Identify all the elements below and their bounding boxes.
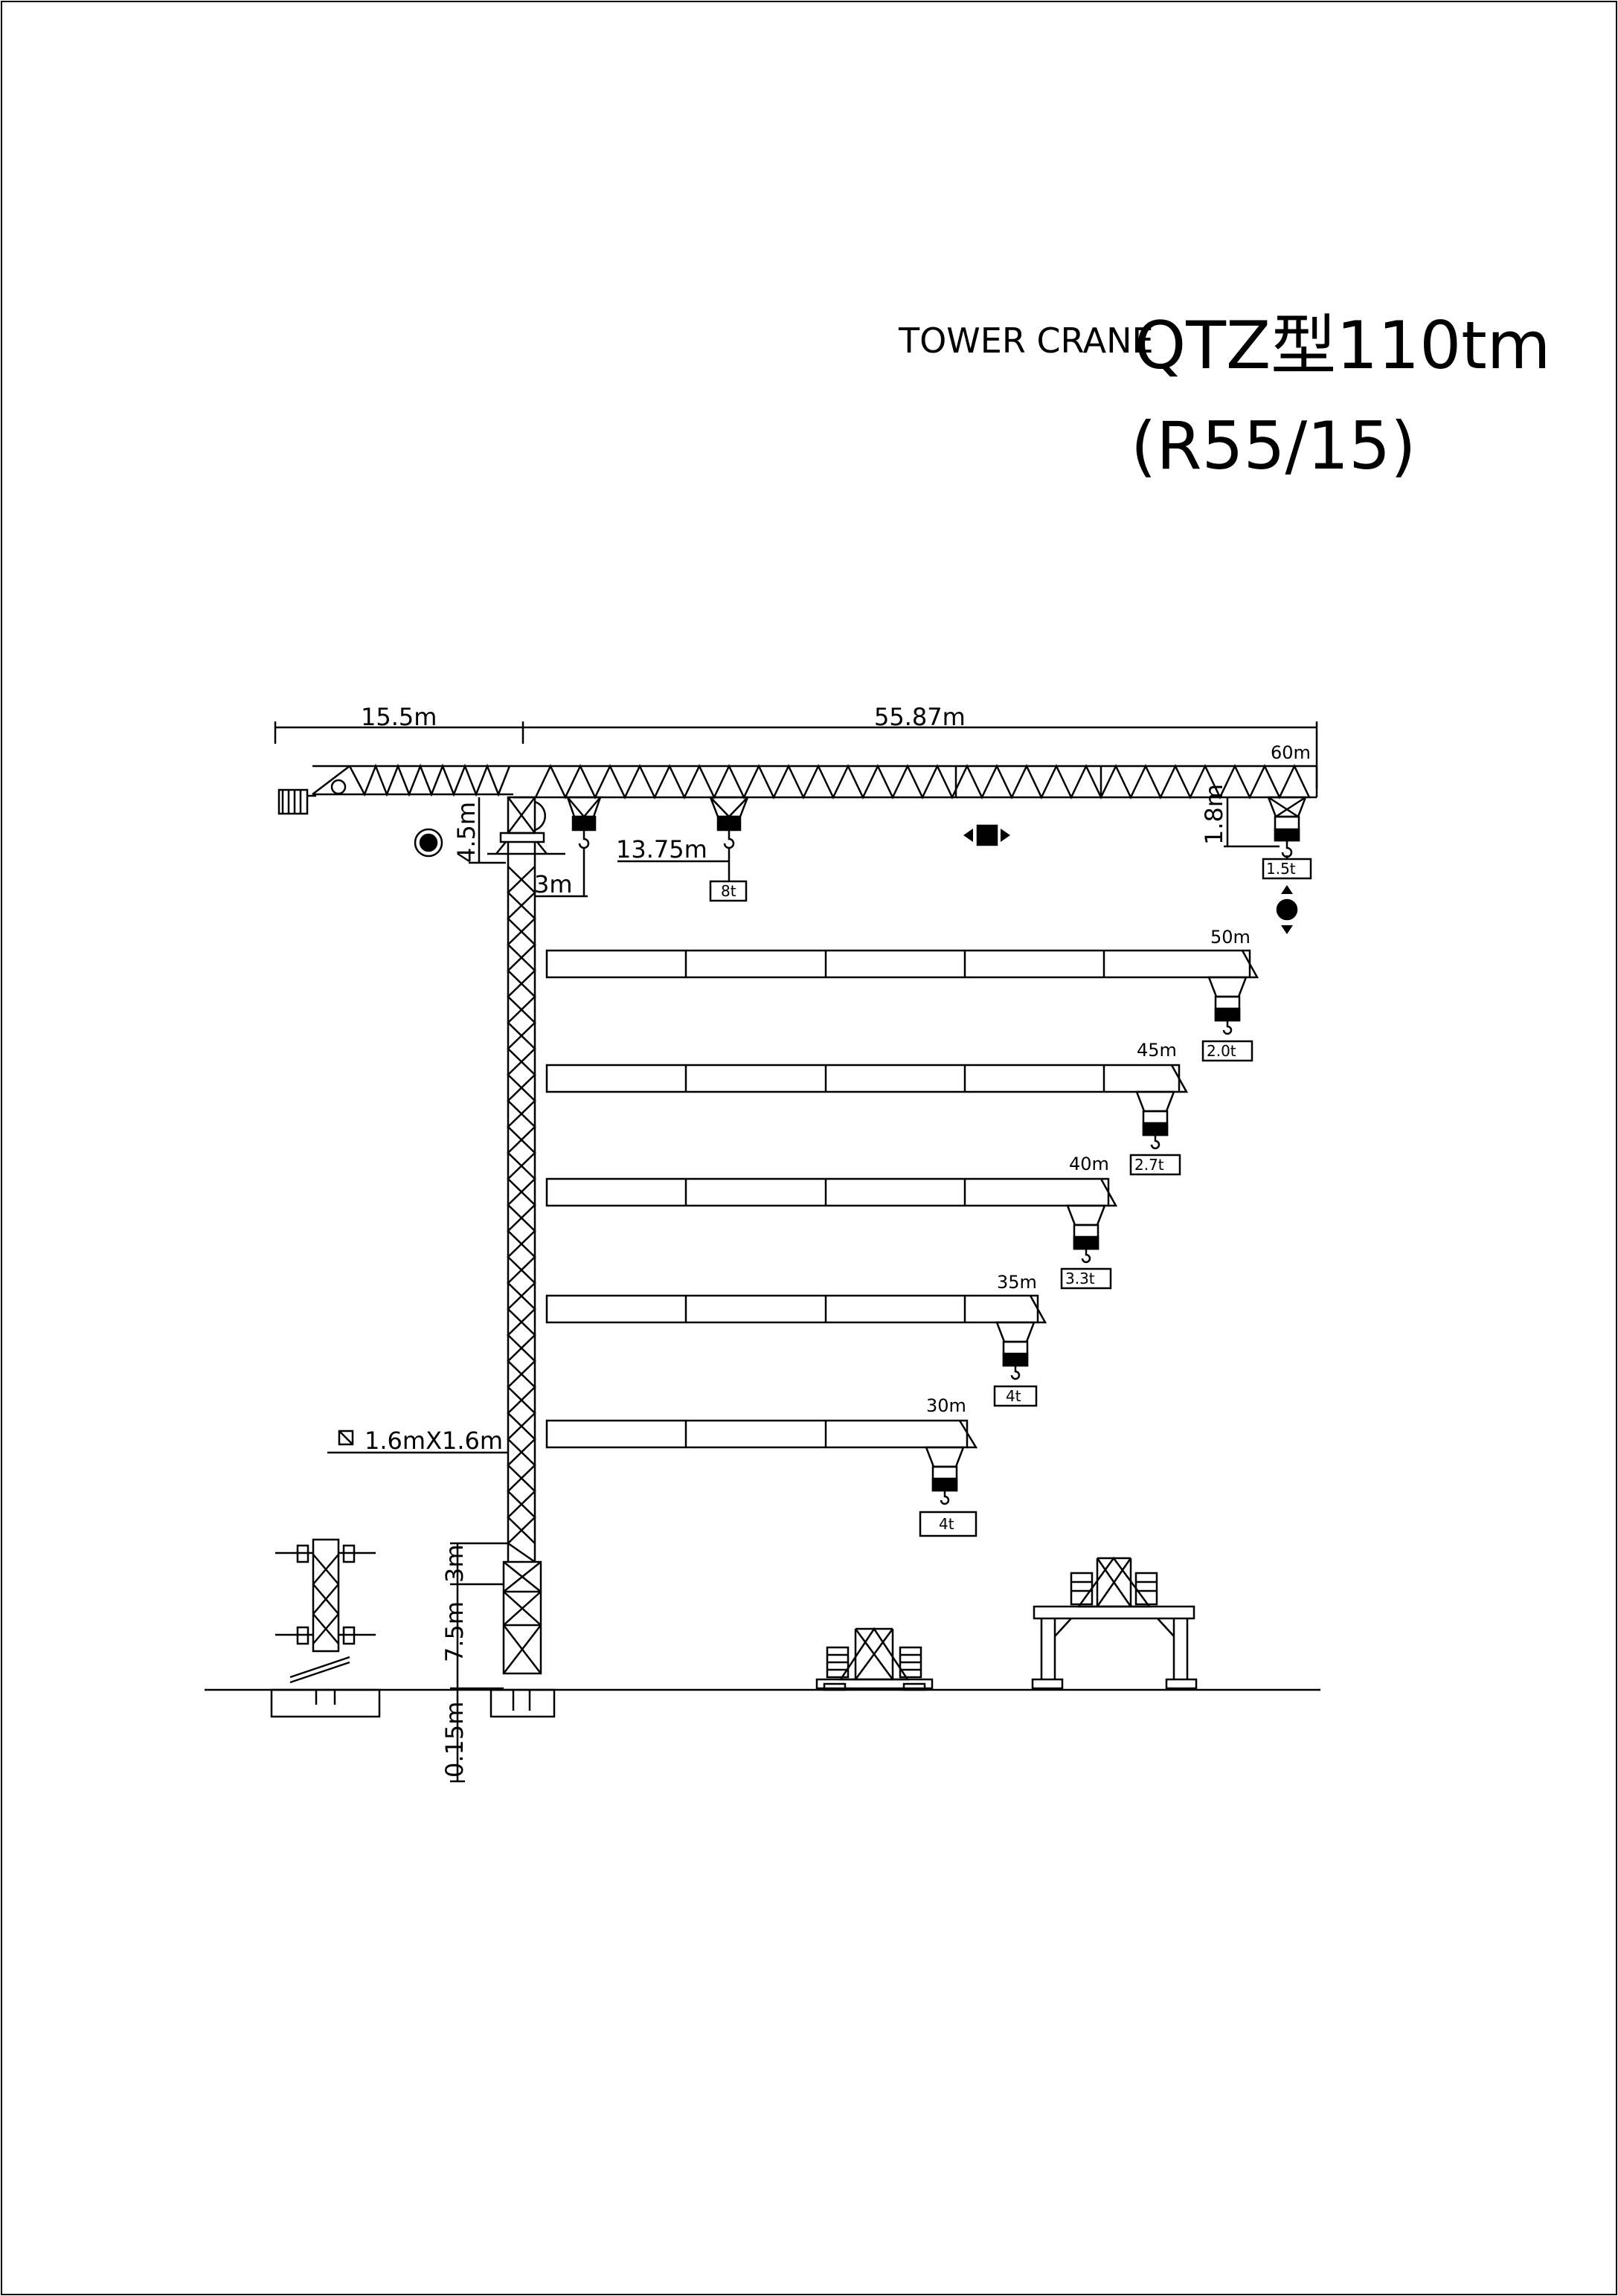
radius-35-label: 35m [997,1272,1037,1293]
load-45m: 2.7t [1134,1156,1164,1174]
top-height-label: 4.5m [452,802,481,863]
trolley-min-radius [534,796,602,898]
radius-60-label: 60m [1271,742,1311,763]
slewing-icon [414,828,443,858]
main-jib [513,764,1318,800]
mast-section-detail [270,1538,381,1718]
load-30m: 4t [939,1515,954,1533]
counter-jib [277,763,513,815]
jib-config-45m [545,1064,1189,1176]
hook-drop-label: 1.8m [1200,784,1228,845]
load-35m: 4t [1006,1387,1021,1405]
model-code: (R55/15) [1131,408,1416,484]
top-section-label: 3m [440,1544,469,1583]
top-dimension-line [274,721,1318,788]
load-40m: 3.3t [1065,1270,1095,1287]
subtitle: TOWER CRANE [898,321,1154,361]
jib-config-35m [545,1294,1047,1407]
radius-40-label: 40m [1069,1154,1109,1174]
radius-45-label: 45m [1137,1040,1177,1061]
hook-drop-dimension [1224,797,1280,848]
mast-section-dimension [327,1430,508,1454]
trolley-60m [1262,796,1312,880]
trolley-travel-icon [963,824,1010,846]
load-60m: 1.5t [1266,860,1296,878]
ground-line [205,1688,1320,1718]
top-height-dimension [469,797,506,864]
jib-config-30m [545,1419,978,1537]
gantry-frame [1031,1556,1198,1690]
base-section-label: 7.5m [440,1601,469,1662]
jib-config-50m [545,949,1259,1062]
trolley-max-load [617,796,749,902]
radius-30-label: 30m [926,1395,966,1416]
radius-50-label: 50m [1210,927,1251,948]
cab [487,796,565,855]
foundation-label: 0.15m [440,1702,469,1778]
climbing-frame-small [815,1627,934,1691]
mast-base-section [502,1560,542,1675]
hoisting-icon [1276,885,1298,934]
max-load-radius-label: 13.75m [616,835,707,864]
load-50m: 2.0t [1207,1042,1236,1060]
model-title: QTZ型110tm [1134,307,1551,384]
mast-section-label: 1.6mX1.6m [365,1427,503,1455]
jib-config-40m [545,1177,1118,1290]
max-load-value: 8t [721,882,736,900]
min-radius-label: 3m [534,870,573,898]
counter-jib-length: 15.5m [361,703,437,731]
tower-mast [507,842,536,1563]
jib-length: 55.87m [874,703,966,731]
height-dimensions [450,1542,508,1783]
